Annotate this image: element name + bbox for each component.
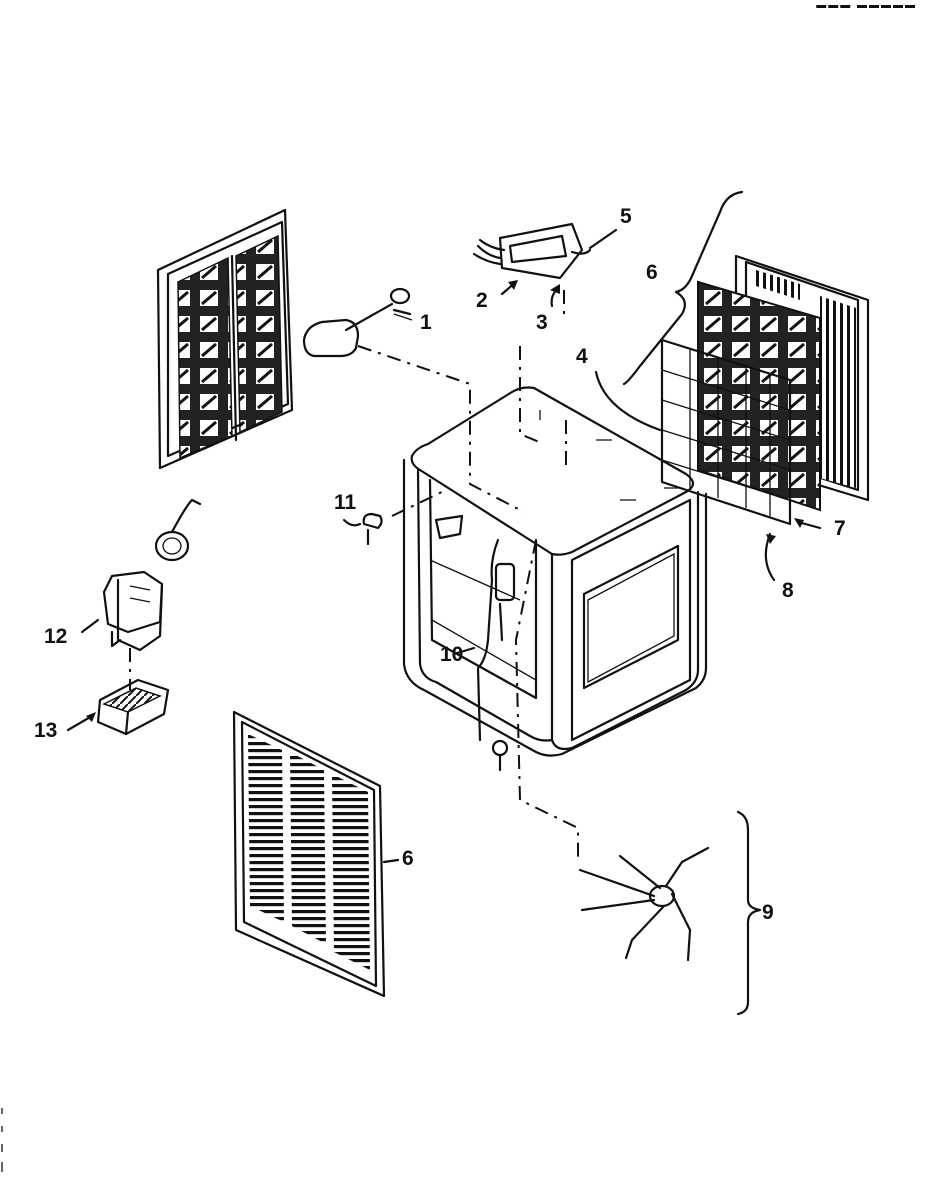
callout-leaders [66,228,822,864]
callout-1: 1 [420,311,432,334]
motor-switch-box [96,678,170,736]
callout-6-top: 6 [646,261,658,284]
callout-8: 8 [782,579,794,602]
rear-pad-assembly [622,190,870,526]
corner-code: ▬▬▬ ▬▬▬▬▬ [816,0,917,11]
callout-2: 2 [476,289,488,312]
callout-5: 5 [620,205,632,228]
float-switch [302,287,413,358]
callout-10: 10 [440,643,464,666]
front-grille [232,710,386,998]
pump-tube [476,538,516,772]
blower-wheel [578,846,710,962]
callout-11: 11 [334,491,357,514]
cabinet [402,386,708,757]
callout-7: 7 [834,517,846,540]
clip [362,512,383,546]
brace-9 [736,810,762,1016]
callout-4: 4 [576,345,588,368]
assembly-lines [129,290,579,860]
control-assembly [472,222,592,280]
callout-12: 12 [44,625,68,648]
callout-9: 9 [762,901,774,924]
callout-6-grille: 6 [402,847,414,870]
callout-3: 3 [536,311,548,334]
side-pad-frame-left [156,208,294,470]
callout-13: 13 [34,719,58,742]
motor [102,498,202,652]
